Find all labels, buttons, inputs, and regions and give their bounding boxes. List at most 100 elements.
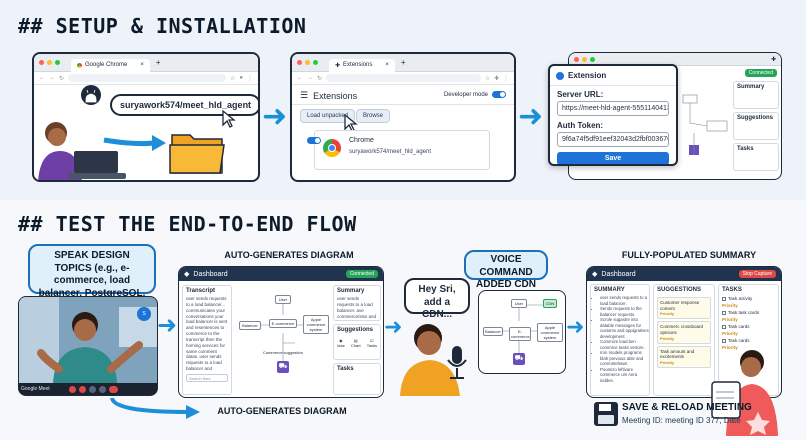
maximize-dot[interactable]: [55, 60, 60, 65]
close-tab-icon-2[interactable]: ×: [385, 62, 389, 68]
diagram2-node-apple[interactable]: Apple commerce system: [537, 323, 563, 342]
chrome-favicon-icon: [77, 62, 82, 68]
mic-button[interactable]: [68, 385, 76, 393]
task-checkbox[interactable]: [722, 296, 726, 301]
close-dot[interactable]: [39, 60, 44, 65]
maximize-dot-2[interactable]: [313, 60, 318, 65]
floppy-save-icon[interactable]: [594, 402, 618, 426]
close-tab-icon[interactable]: ×: [140, 62, 144, 68]
popup-title: Extension: [568, 71, 607, 80]
back-icon[interactable]: ←: [39, 75, 45, 81]
task-checkbox[interactable]: [722, 338, 726, 343]
task-checkbox[interactable]: [722, 310, 726, 315]
auto-generates-bottom-caption: AUTO-GENERATES DIAGRAM: [217, 406, 347, 416]
diagram2-cart-icon[interactable]: ⛟: [513, 353, 525, 365]
server-url-input[interactable]: https://meet-hld-agent-55511404130.: [557, 101, 669, 116]
menu-kebab-icon-2[interactable]: ⋮: [503, 75, 509, 82]
dashboard2-title: Dashboard: [601, 270, 636, 278]
node-apple-commerce[interactable]: Apple commerce system: [303, 315, 329, 334]
voice-command-callout: VOICE COMMAND ADDED CDN: [464, 250, 548, 290]
dashboard-logo-icon: ◆: [184, 271, 190, 278]
developer-mode-toggle[interactable]: [492, 91, 506, 98]
diagram-canvas-1: User Balancer E-commerce Apple commerce …: [235, 285, 331, 395]
forward-icon[interactable]: →: [49, 75, 55, 81]
dashboard1-sidebar: Summary user sends requests to a load ba…: [333, 285, 381, 395]
tasks-column: TASKS Task activity Priority Task task c…: [718, 284, 779, 396]
chrome-window-step1: Google Chrome × + ← → ↻ ☆ ● ⋮ suryawork5…: [32, 52, 260, 182]
suggestion-idea[interactable]: ◉Idae: [337, 338, 345, 348]
address-bar: ← → ↻ ☆ ● ⋮: [34, 72, 258, 85]
task-item[interactable]: Task activity: [719, 295, 778, 302]
flow-arrow-2-icon: ➜: [384, 314, 403, 339]
save-reload-title: SAVE & RELOAD MEETING: [622, 402, 752, 413]
load-unpacked-button[interactable]: Load unpacked: [300, 109, 356, 123]
summary-column-title: SUMMARY: [594, 287, 625, 293]
task-item[interactable]: Task task cards: [719, 309, 778, 316]
task-priority: Priority: [722, 317, 738, 322]
cart-icon[interactable]: ⛟: [277, 361, 289, 373]
menu-kebab-icon[interactable]: ⋮: [247, 75, 253, 82]
setup-heading: ## SETUP & INSTALLATION: [18, 14, 307, 38]
tab-label: Google Chrome: [85, 62, 128, 68]
raise-hand-button[interactable]: [98, 385, 106, 393]
transcript-panel: Transcript user sends requests to a load…: [182, 285, 232, 395]
suggestion-chart[interactable]: ▤Chart: [350, 338, 361, 348]
reload-icon[interactable]: ↻: [59, 75, 65, 82]
profile-icon[interactable]: ●: [239, 75, 243, 81]
meet-video-feed: [19, 297, 157, 383]
camera-button[interactable]: [78, 385, 86, 393]
summary-column: SUMMARY user sends requests to a load ba…: [590, 284, 650, 396]
suggestions-title-1: Suggestions: [337, 327, 374, 333]
extensions-puzzle-icon[interactable]: ✚: [493, 75, 499, 82]
node-user[interactable]: User: [275, 295, 291, 304]
save-button[interactable]: Save: [557, 152, 669, 164]
diagram2-node-user[interactable]: User: [511, 299, 527, 308]
url-input-2[interactable]: [326, 74, 481, 82]
auth-token-input[interactable]: 9f6a74f5df91eef32043d2fbf0036768: [557, 132, 669, 147]
task-item[interactable]: Task cards: [719, 323, 778, 330]
minimize-dot-2[interactable]: [305, 60, 310, 65]
chrome-window-step2: ✚ Extensions × + ← → ↻ ☆ ✚ ⋮ ☰ Extension…: [290, 52, 516, 182]
extension-icon[interactable]: ✚: [770, 56, 776, 63]
suggestion-tasks[interactable]: ☑Tasks: [366, 338, 377, 348]
transcript-text: user sends requests to a load balancer..…: [186, 296, 228, 372]
back-icon-2[interactable]: ←: [297, 75, 303, 81]
auto-generates-top-caption: AUTO-GENERATES DIAGRAM: [224, 250, 354, 260]
diagram2-node-ecommerce[interactable]: E-commerce: [509, 327, 531, 341]
summary-item: user sends requests to a load balancer.: [600, 295, 649, 306]
close-dot-2[interactable]: [297, 60, 302, 65]
suggestions-label-step3: Suggestions: [737, 115, 774, 121]
chrome-tabstrip: Google Chrome × +: [34, 54, 258, 72]
stop-capture-button[interactable]: Stop Capture: [738, 270, 776, 278]
extensions-title: Extensions: [313, 90, 358, 101]
forward-icon-2[interactable]: →: [307, 75, 313, 81]
extensions-tab-label: Extensions: [343, 62, 373, 68]
bookmark-star-icon[interactable]: ☆: [229, 75, 236, 82]
summary-item: Poomizo leftivare commerce um Aera indde…: [600, 367, 649, 384]
hamburger-menu-icon[interactable]: ☰: [300, 90, 309, 100]
node-ecommerce[interactable]: E-commerce: [269, 319, 297, 328]
reload-icon-2[interactable]: ↻: [317, 75, 323, 82]
bookmark-star-icon-2[interactable]: ☆: [484, 75, 490, 82]
diagram2-node-balancer[interactable]: Balancer: [483, 327, 503, 336]
url-input[interactable]: [68, 74, 226, 82]
extension-enable-toggle[interactable]: [307, 137, 321, 144]
new-tab-icon-2[interactable]: +: [400, 58, 406, 67]
chrome-tab[interactable]: Google Chrome ×: [71, 58, 150, 72]
cursor-icon: [222, 110, 236, 128]
captions-button[interactable]: [88, 385, 96, 393]
task-checkbox[interactable]: [722, 324, 726, 329]
diagram2-node-cdn[interactable]: CDN: [543, 299, 557, 308]
minimize-dot[interactable]: [47, 60, 52, 65]
end-call-button[interactable]: [108, 385, 118, 393]
node-balancer[interactable]: Balancer: [239, 321, 261, 330]
task-item[interactable]: Task cards: [719, 337, 778, 344]
transcript-search-input[interactable]: Search fees: [186, 374, 228, 382]
browse-button[interactable]: Browse: [356, 109, 391, 123]
summary-list: user sends requests to a load balancer. …: [591, 295, 649, 383]
new-tab-icon[interactable]: +: [155, 58, 161, 67]
extensions-tab[interactable]: ✚ Extensions ×: [329, 58, 395, 72]
